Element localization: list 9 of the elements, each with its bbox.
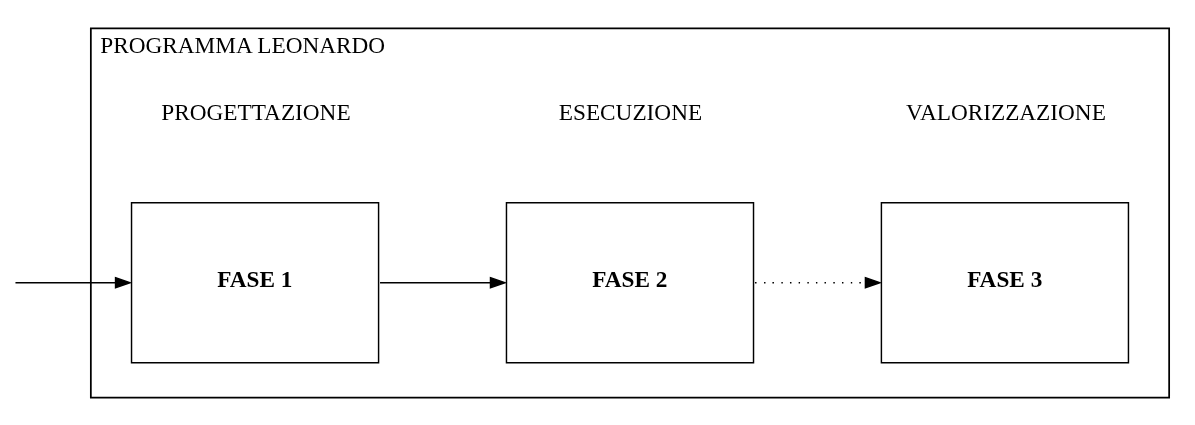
node-box: FASE 2 xyxy=(505,201,755,363)
arrow xyxy=(14,276,133,289)
node-label: ESECUZIONE xyxy=(558,98,703,125)
arrow xyxy=(754,276,883,289)
node-box: FASE 1 xyxy=(130,201,380,363)
node-label: PROGETTAZIONE xyxy=(161,98,351,125)
node-label: VALORIZZAZIONE xyxy=(906,98,1106,125)
node-box: FASE 3 xyxy=(880,201,1130,363)
arrow xyxy=(379,276,508,289)
